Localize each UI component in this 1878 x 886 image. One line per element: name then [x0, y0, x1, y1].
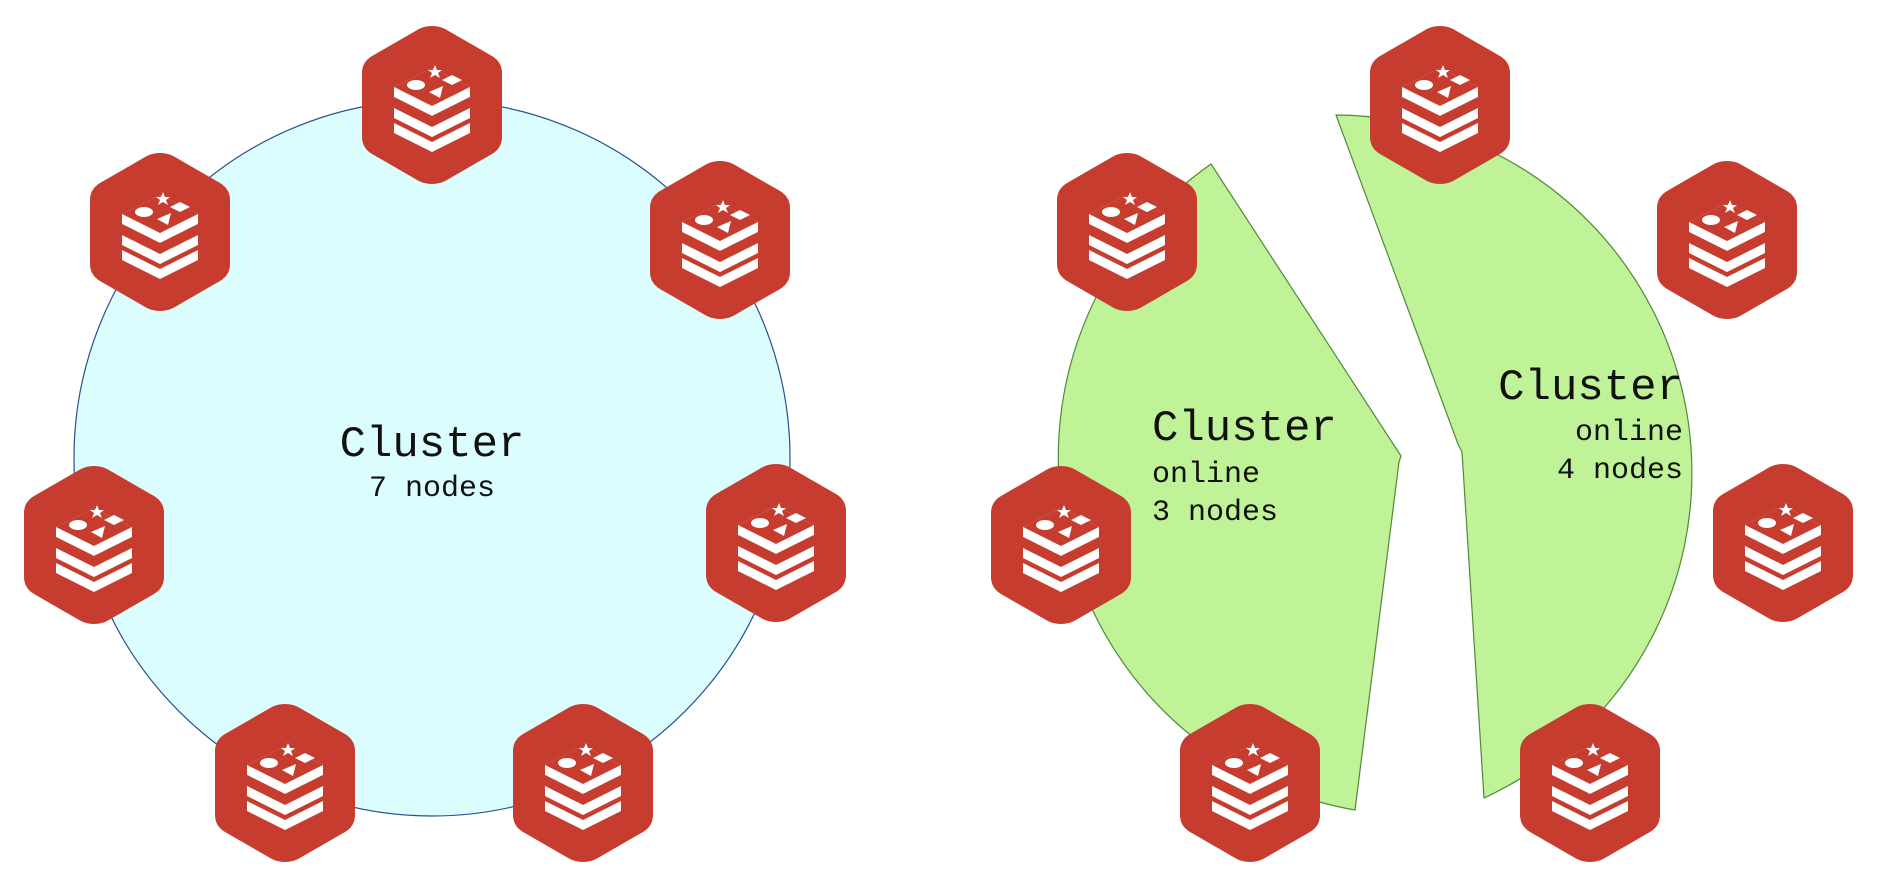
cluster-node-count: 7 nodes [369, 472, 495, 506]
redis-node-icon [1180, 704, 1320, 862]
partition-left-title: Cluster [1152, 404, 1337, 454]
partition-right-node-count: 4 nodes [1557, 454, 1683, 488]
redis-node-icon [1657, 161, 1797, 319]
partition-right: Cluster online 4 nodes [1498, 363, 1683, 488]
redis-node-icon [1713, 464, 1853, 622]
partition-left-node-count: 3 nodes [1152, 496, 1278, 530]
redis-node-icon [362, 26, 502, 184]
split-cluster: Cluster online 3 nodes Cluster online 4 … [991, 26, 1853, 862]
redis-node-icon [706, 464, 846, 622]
redis-node-icon [1370, 26, 1510, 184]
partition-left-status: online [1152, 458, 1260, 492]
redis-node-icon [513, 704, 653, 862]
partition-left: Cluster online 3 nodes [1152, 404, 1337, 530]
cluster-title: Cluster [340, 420, 525, 470]
redis-node-icon [650, 161, 790, 319]
unified-cluster: Cluster 7 nodes [24, 26, 846, 862]
redis-node-icon [215, 704, 355, 862]
partition-right-status: online [1575, 416, 1683, 450]
redis-node-icon [1057, 153, 1197, 311]
redis-node-icon [24, 466, 164, 624]
redis-node-icon [90, 153, 230, 311]
redis-node-icon [1520, 704, 1660, 862]
partition-right-title: Cluster [1498, 363, 1683, 413]
redis-node-icon [991, 466, 1131, 624]
